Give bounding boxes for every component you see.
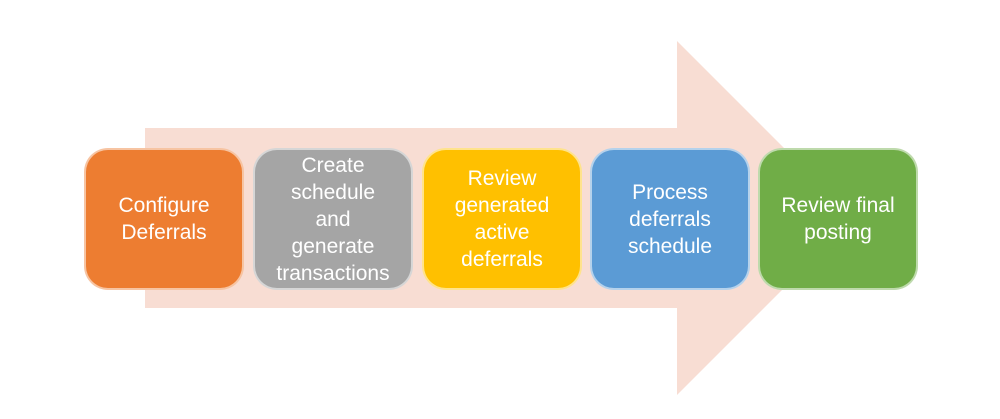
step-review-generated-active-deferrals: Review generated active deferrals <box>422 148 582 290</box>
step-configure-deferrals: Configure Deferrals <box>84 148 244 290</box>
step-process-deferrals-schedule: Process deferrals schedule <box>590 148 750 290</box>
step-create-schedule-and-generate-transactions: Create schedule and generate transaction… <box>253 148 413 290</box>
step-review-final-posting: Review final posting <box>758 148 918 290</box>
